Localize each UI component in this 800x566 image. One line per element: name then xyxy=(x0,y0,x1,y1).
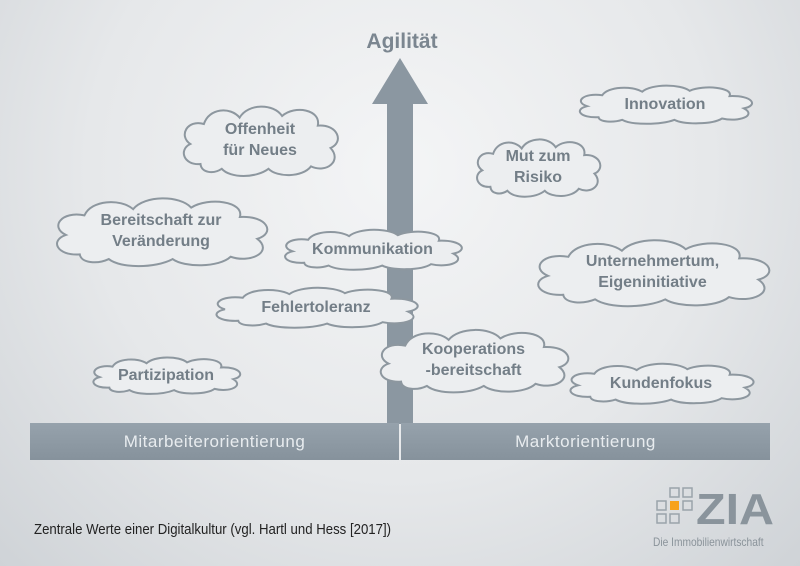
cloud-partizipation: Partizipation xyxy=(85,354,247,396)
axis-right-markt: Marktorientierung xyxy=(401,423,770,460)
agility-title: Agilität xyxy=(366,30,438,53)
cloud-kundenfokus: Kundenfokus xyxy=(560,360,762,406)
figure-caption: Zentrale Werte einer Digitalkultur (vgl.… xyxy=(34,521,392,538)
cloud-fehlertoleranz: Fehlertoleranz xyxy=(205,284,427,330)
logo-subtitle: Die Immobilienwirtschaft xyxy=(653,535,764,549)
cloud-unternehmertum: Unternehmertum, Eigeninitiative xyxy=(525,234,780,310)
cloud-mut-zum-risiko: Mut zum Risiko xyxy=(470,134,606,200)
cloud-innovation: Innovation xyxy=(570,82,760,126)
cloud-kommunikation: Kommunikation xyxy=(275,226,470,272)
zia-logo: ZIA xyxy=(656,487,774,533)
cloud-offenheit: Offenheit für Neues xyxy=(175,100,345,180)
axis-left-mitarbeiter: Mitarbeiterorientierung xyxy=(30,423,399,460)
cloud-bereitschaft: Bereitschaft zur Veränderung xyxy=(45,192,277,270)
cloud-kooperation: Kooperations -bereitschaft xyxy=(370,324,577,396)
svg-text:ZIA: ZIA xyxy=(696,487,774,533)
